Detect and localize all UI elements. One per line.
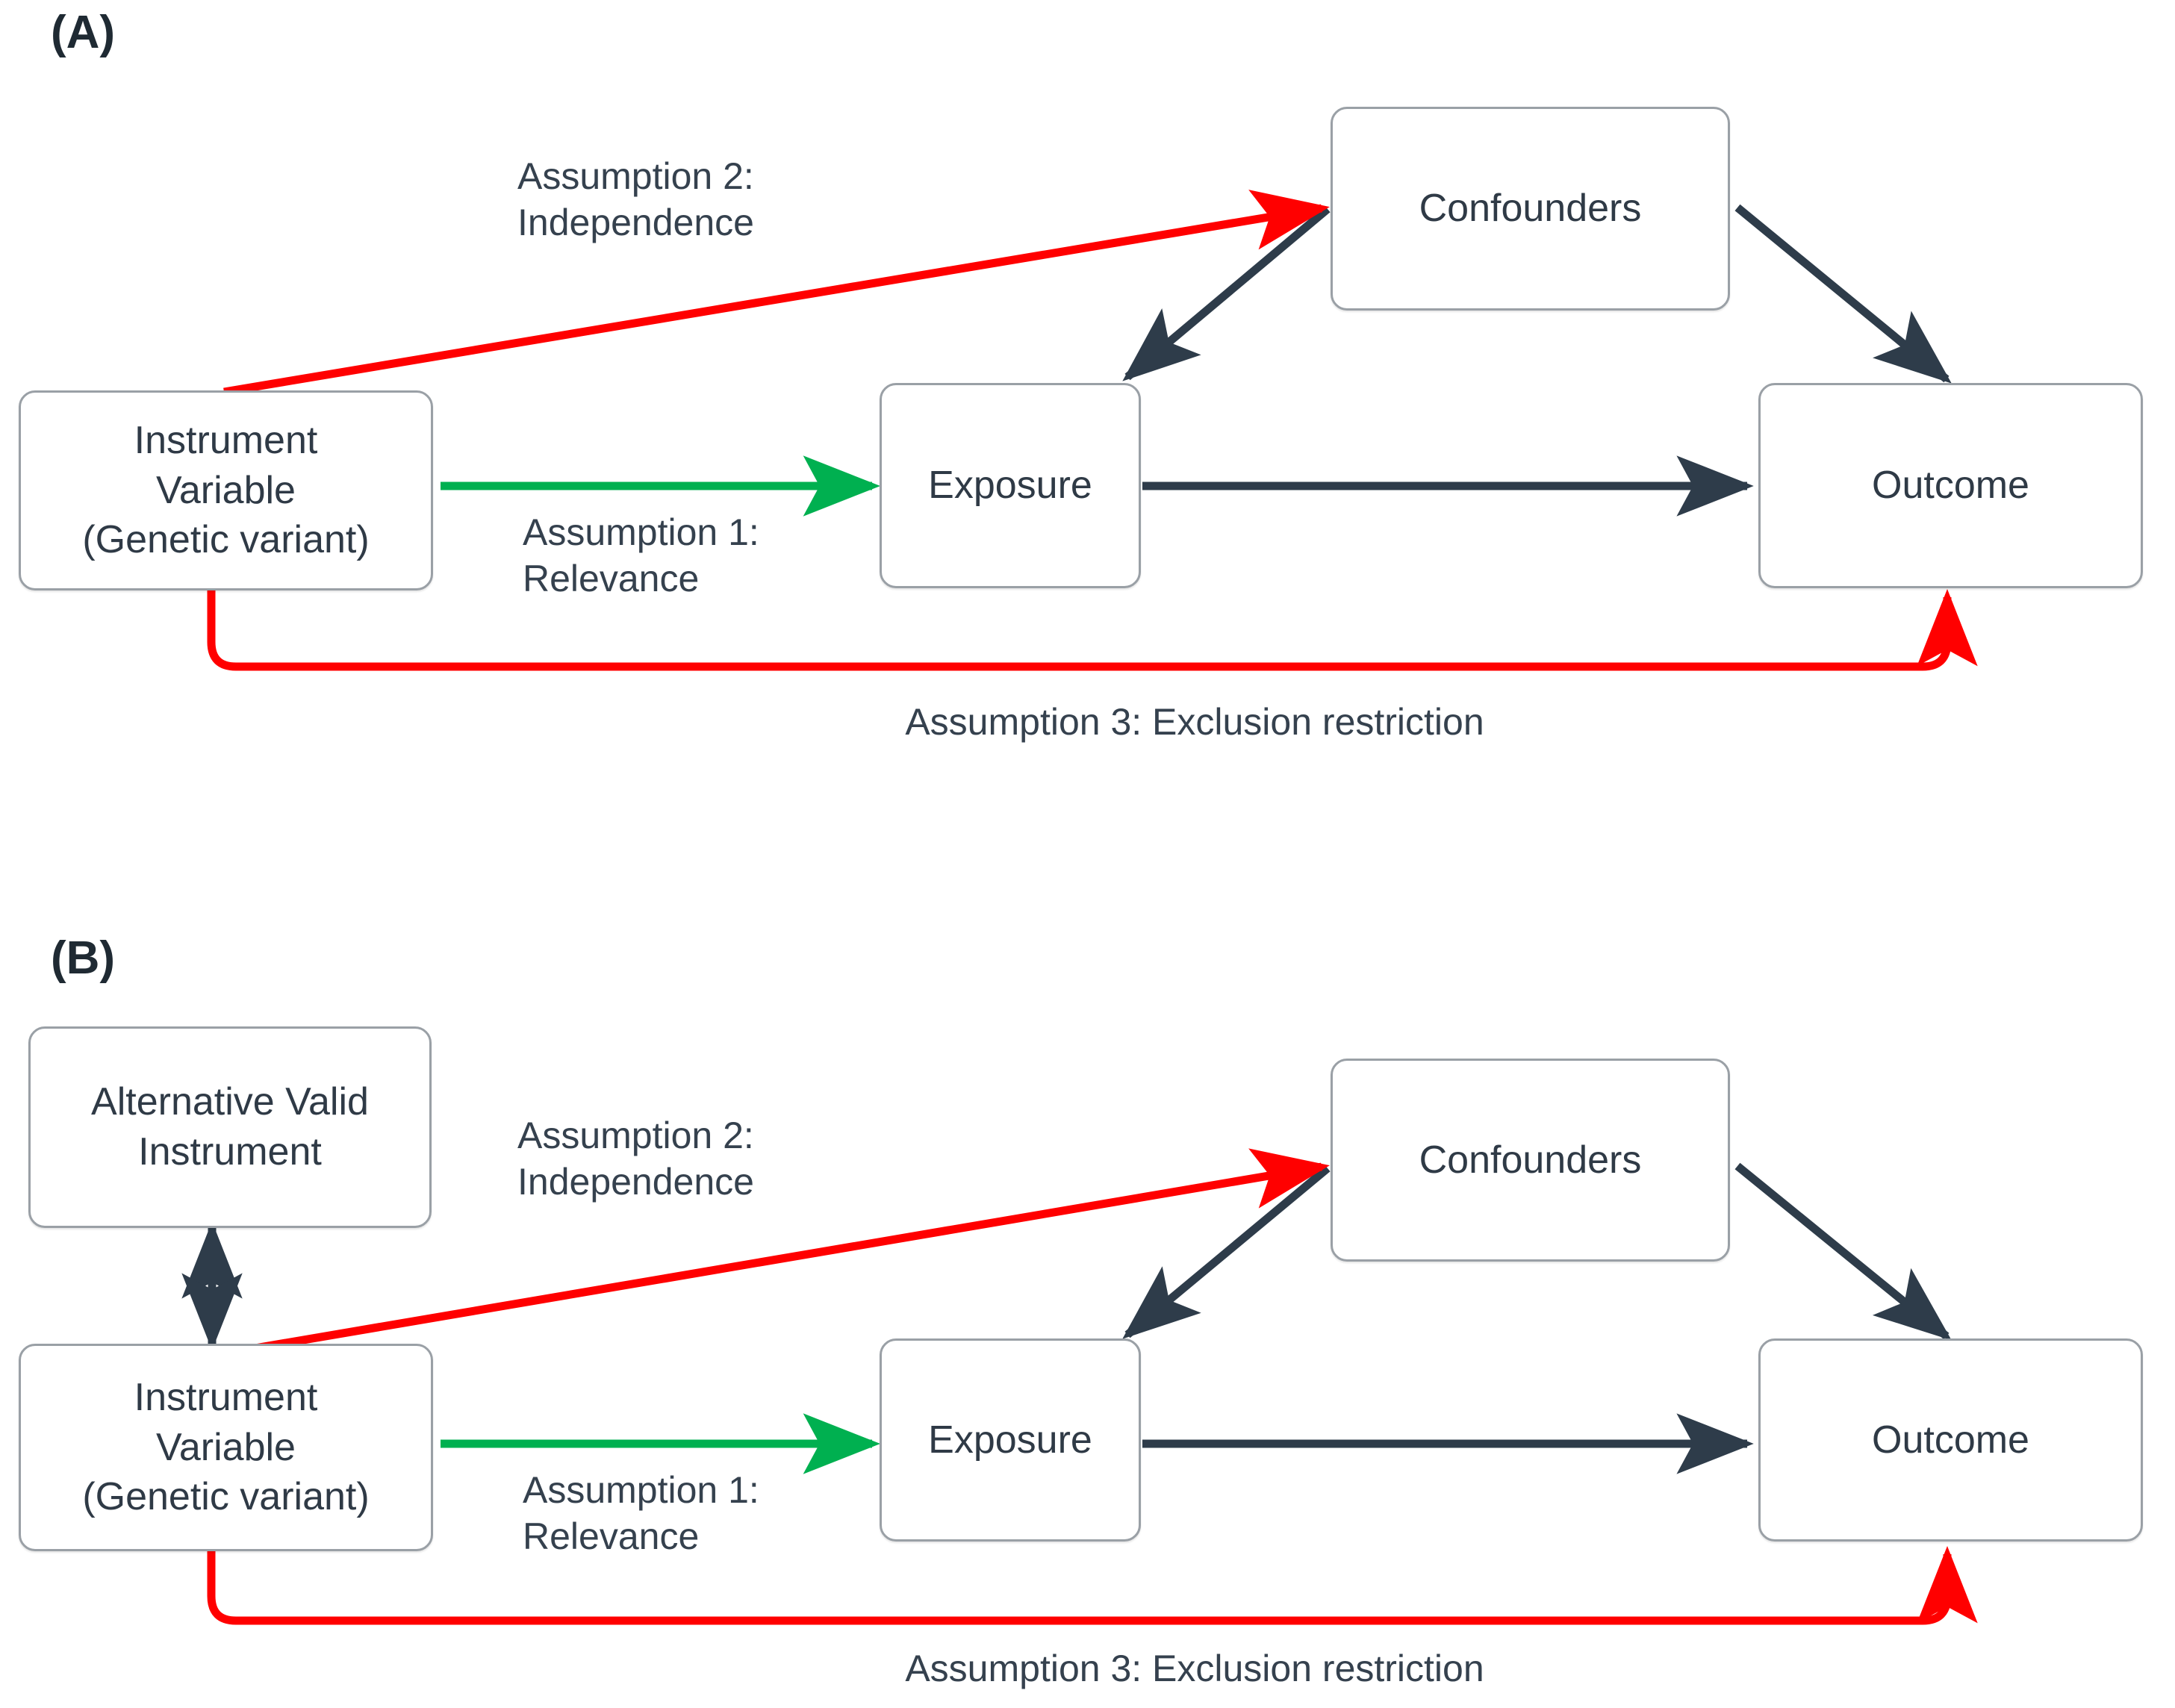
node-b-instrument-variable[interactable]: Instrument Variable (Genetic variant) — [19, 1344, 433, 1551]
node-b-alternative-valid-instrument-label: Alternative Valid Instrument — [91, 1080, 369, 1174]
node-b-outcome-label: Outcome — [1872, 1418, 2029, 1462]
node-b-confounders[interactable]: Confounders — [1331, 1059, 1730, 1262]
edge-a-confounders-outcome — [1734, 204, 1952, 384]
node-a-outcome-label: Outcome — [1872, 464, 2029, 508]
node-a-outcome[interactable]: Outcome — [1758, 383, 2143, 588]
node-a-instrument-variable-label: Instrument Variable (Genetic variant) — [82, 419, 370, 562]
panel-b-label: (B) — [51, 932, 116, 984]
edge-label-a-assumption2: Assumption 2: Independence — [517, 155, 754, 243]
panel-a-label: (A) — [51, 7, 116, 58]
edge-a-assumption3-exclusion-restriction — [207, 588, 1978, 671]
node-a-confounders[interactable]: Confounders — [1331, 107, 1730, 311]
node-b-confounders-label: Confounders — [1419, 1138, 1642, 1182]
node-b-outcome[interactable]: Outcome — [1758, 1338, 2143, 1542]
node-b-instrument-variable-label: Instrument Variable (Genetic variant) — [82, 1376, 370, 1519]
edge-label-b-assumption1: Assumption 1: Relevance — [523, 1469, 759, 1557]
node-b-alternative-valid-instrument[interactable]: Alternative Valid Instrument — [28, 1026, 432, 1228]
node-a-confounders-label: Confounders — [1419, 187, 1642, 231]
edge-label-b-assumption3: Assumption 3: Exclusion restriction — [905, 1648, 1484, 1689]
node-a-instrument-variable[interactable]: Instrument Variable (Genetic variant) — [19, 390, 433, 590]
edge-label-b-assumption2: Assumption 2: Independence — [517, 1115, 754, 1203]
edge-label-a-assumption3: Assumption 3: Exclusion restriction — [905, 701, 1484, 743]
node-b-exposure[interactable]: Exposure — [880, 1338, 1141, 1542]
node-b-exposure-label: Exposure — [928, 1418, 1092, 1462]
edge-label-a-assumption1: Assumption 1: Relevance — [523, 511, 759, 599]
node-a-exposure-label: Exposure — [928, 464, 1092, 508]
edge-b-assumption3-exclusion-restriction — [207, 1545, 1978, 1625]
edge-b-confounders-outcome — [1734, 1162, 1952, 1341]
edge-a-confounders-exposure — [1122, 205, 1331, 381]
edge-b-confounders-exposure — [1122, 1165, 1331, 1339]
node-a-exposure[interactable]: Exposure — [880, 383, 1141, 588]
